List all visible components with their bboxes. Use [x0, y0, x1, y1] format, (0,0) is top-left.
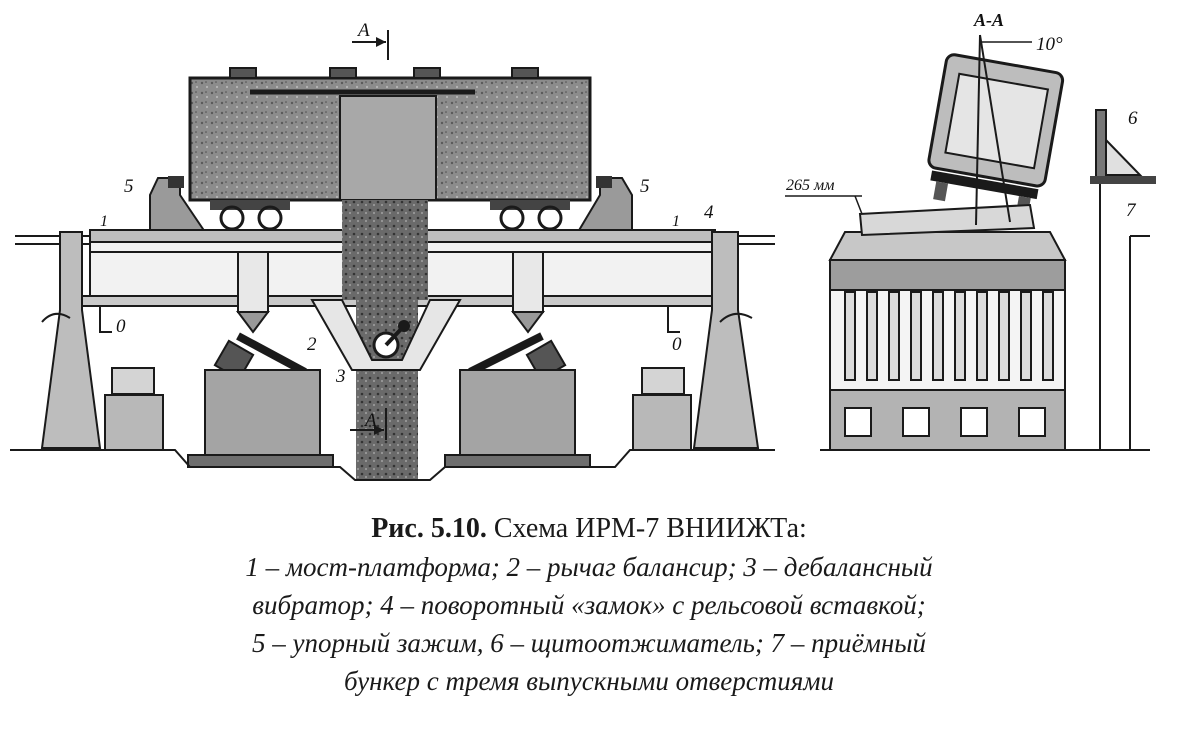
label-section-title: A-A	[973, 10, 1004, 30]
receiving-hopper	[828, 231, 1067, 451]
hanger-left	[236, 251, 270, 334]
caption-line-3: 5 – упорный зажим, 6 – щитоотжиматель; 7…	[251, 628, 927, 658]
caption-line-4: бункер с тремя выпускными отверстиями	[343, 666, 835, 696]
label-item-4: 4	[704, 202, 714, 223]
shield-pusher	[1090, 109, 1156, 184]
pedestal-left	[187, 369, 334, 468]
support-column-left	[40, 231, 102, 449]
caption-line-2: вибратор; 4 – поворотный «замок» с рельс…	[252, 590, 926, 620]
label-rotation-left: 0	[116, 316, 126, 337]
section-mark-top	[352, 30, 389, 60]
label-item-1-right: 1	[672, 213, 680, 230]
label-section-mark-top: A	[356, 20, 370, 41]
tilted-wagon	[927, 53, 1065, 216]
hatch-2	[329, 67, 357, 79]
label-item-7: 7	[1126, 200, 1137, 221]
label-section-mark-bottom: A	[363, 410, 377, 431]
drive-unit-right	[632, 367, 692, 451]
ground-line	[10, 449, 775, 481]
unbalanced-vibrator	[310, 299, 462, 371]
caption-figure-number: Рис. 5.10.	[371, 513, 487, 544]
section-view	[785, 34, 1156, 451]
hatch-1	[229, 67, 257, 79]
label-item-1-left: 1	[100, 213, 108, 230]
hopper-wagon	[188, 67, 592, 231]
caption-line-1: 1 – мост-платформа; 2 – рычаг балансир; …	[245, 552, 933, 582]
label-rotation-right: 0	[672, 334, 682, 355]
hanger-right	[511, 251, 545, 334]
label-item-5-left: 5	[124, 176, 134, 197]
label-item-6: 6	[1128, 108, 1138, 129]
rotary-lock-column	[692, 231, 760, 449]
bogie-left	[210, 200, 290, 231]
label-item-5-right: 5	[640, 176, 650, 197]
machine-scheme-diagram: A A A-A 10° 265 мм 2 3 4 5 5 6 7 0 0 1 1	[10, 10, 1156, 481]
bogie-right	[490, 200, 570, 231]
figure-caption: Рис. 5.10. Схема ИРМ-7 ВНИИЖТа: 1 – мост…	[0, 510, 1178, 700]
hatch-3	[413, 67, 441, 79]
hopper-ribs	[844, 291, 1054, 381]
caption-figure-title: Схема ИРМ-7 ВНИИЖТа:	[486, 513, 807, 544]
rotation-mark-right	[667, 306, 753, 333]
caption-title: Рис. 5.10. Схема ИРМ-7 ВНИИЖТа:	[0, 510, 1178, 548]
label-item-2: 2	[307, 334, 317, 355]
label-item-3: 3	[335, 366, 346, 387]
label-angle: 10°	[1036, 34, 1063, 55]
section-mark-bottom	[350, 408, 387, 440]
pedestal-right	[444, 369, 591, 468]
tilted-platform	[858, 203, 1036, 237]
drive-unit-left	[104, 367, 164, 451]
hatch-4	[511, 67, 539, 79]
rotation-mark-left	[41, 306, 112, 333]
label-gap: 265 мм	[786, 177, 834, 194]
wagon-door	[339, 95, 437, 201]
